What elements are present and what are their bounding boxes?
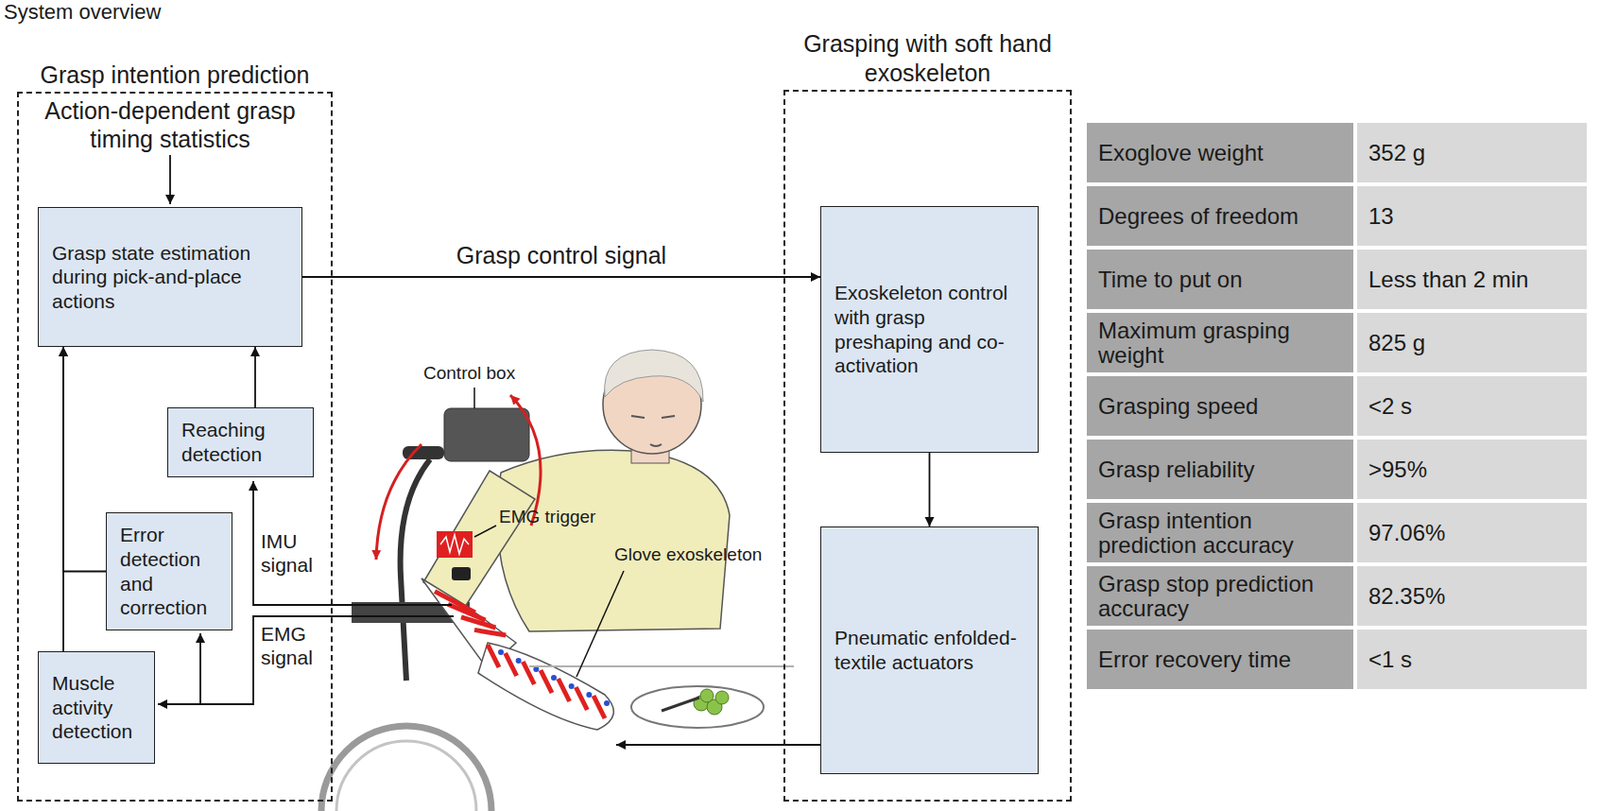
table-cell: 82.35% (1357, 566, 1587, 626)
leader-line (474, 525, 497, 537)
glove-actuators (487, 644, 610, 719)
actuator-stripe (505, 653, 517, 676)
table-cell: Grasping speed (1086, 376, 1354, 436)
table-cell: 13 (1357, 186, 1587, 246)
table-cell: Time to put on (1086, 249, 1354, 310)
statistics-arrow (169, 154, 172, 205)
emg-waveform (440, 534, 469, 554)
table-cell: Maximum grasping weight (1086, 312, 1354, 373)
actuator-wire (616, 743, 821, 746)
box-text: Error detection and correction (120, 522, 219, 620)
imu-sensor (451, 567, 471, 581)
actuator-stripe (558, 678, 570, 702)
actuator-stripe (575, 687, 587, 710)
actuator-dot (603, 700, 610, 706)
process-box: Reaching detection (167, 407, 314, 478)
table-cell: >95% (1357, 439, 1587, 499)
process-box: Error detection and correction (105, 512, 233, 631)
motion-arrow (510, 395, 541, 526)
table-cell: <1 s (1357, 629, 1587, 689)
actuator-stripe (540, 670, 552, 693)
box-text: Exoskeleton control with grasp preshapin… (834, 280, 1025, 378)
actuator-stripe (487, 644, 499, 668)
plate (631, 686, 764, 728)
table-cell: Grasp intention prediction accuracy (1086, 502, 1354, 563)
leader-line (473, 387, 476, 409)
control-box (444, 408, 530, 462)
chair-frame (400, 459, 431, 681)
actuator-stripe (593, 695, 605, 719)
process-box: Muscle activity detection (37, 651, 155, 764)
dashed-group: Grasp intention predictionGrasp state es… (17, 91, 333, 802)
wheel-rim (336, 740, 477, 811)
face (631, 415, 675, 447)
table-cell: 97.06% (1357, 502, 1587, 563)
upper-arm (423, 470, 535, 607)
input-label: Action-dependent grasp timing statistics (37, 96, 303, 154)
connector-arrow (63, 346, 106, 572)
shirt (497, 449, 730, 632)
edge-label: Grasp control signal (452, 241, 671, 270)
process-box: Grasp state estimation during pick-and-p… (37, 206, 303, 347)
actuator-dot (550, 674, 557, 681)
food (693, 688, 729, 715)
motion-arrow (376, 444, 422, 560)
table-edge (529, 665, 794, 668)
table-cell: Error recovery time (1086, 629, 1354, 689)
connector-arrow (62, 346, 65, 652)
table-cell: Less than 2 min (1357, 249, 1587, 310)
callout-label: IMU signal (260, 529, 329, 577)
table-cell: 825 g (1357, 312, 1587, 373)
emg-trigger (436, 531, 473, 558)
connector-arrow (254, 346, 257, 408)
glove (478, 642, 614, 730)
electrode-band (461, 617, 496, 628)
table-cell: Exoglove weight (1086, 122, 1354, 183)
table-cell: 352 g (1357, 122, 1587, 183)
table-cell: Grasp stop prediction accuracy (1086, 566, 1354, 626)
actuator-dot (568, 683, 575, 689)
actuator-dot (498, 649, 504, 655)
box-text: Reaching detection (181, 417, 300, 466)
emg-wire (199, 633, 202, 705)
box-text: Muscle activity detection (51, 670, 141, 744)
callout-label: Control box (423, 362, 516, 385)
actuator-dot (516, 657, 522, 664)
leader-line (576, 570, 624, 677)
process-box: Exoskeleton control with grasp preshapin… (820, 206, 1039, 453)
sleeve-stripes (434, 591, 506, 636)
actuator-dot (585, 691, 592, 698)
imu-wire (253, 481, 452, 605)
callout-label: EMG signal (260, 621, 329, 670)
group-heading: Grasping with soft hand exoskeleton (785, 29, 1070, 89)
table-cell: Degrees of freedom (1086, 186, 1354, 246)
box-text: Pneumatic enfolded-textile actuators (834, 625, 1025, 674)
title: System overview (3, 0, 161, 25)
group-heading: Grasp intention prediction (18, 60, 331, 90)
callout-label: Glove exoskeleton (614, 544, 762, 567)
connector-arrow (302, 275, 821, 278)
table-cell: <2 s (1357, 376, 1587, 436)
dashed-group: Grasping with soft hand exoskeletonExosk… (783, 89, 1072, 802)
electrode-band (474, 629, 506, 636)
callout-label: EMG trigger (498, 506, 596, 529)
table-cell: Grasp reliability (1086, 439, 1354, 499)
wheel (321, 725, 492, 811)
hair (604, 349, 704, 402)
connector-arrow (929, 452, 931, 527)
fork (661, 697, 700, 711)
process-box: Pneumatic enfolded-textile actuators (820, 526, 1039, 775)
box-text: Grasp state estimation during pick-and-p… (51, 240, 289, 314)
actuator-stripe (522, 661, 534, 685)
